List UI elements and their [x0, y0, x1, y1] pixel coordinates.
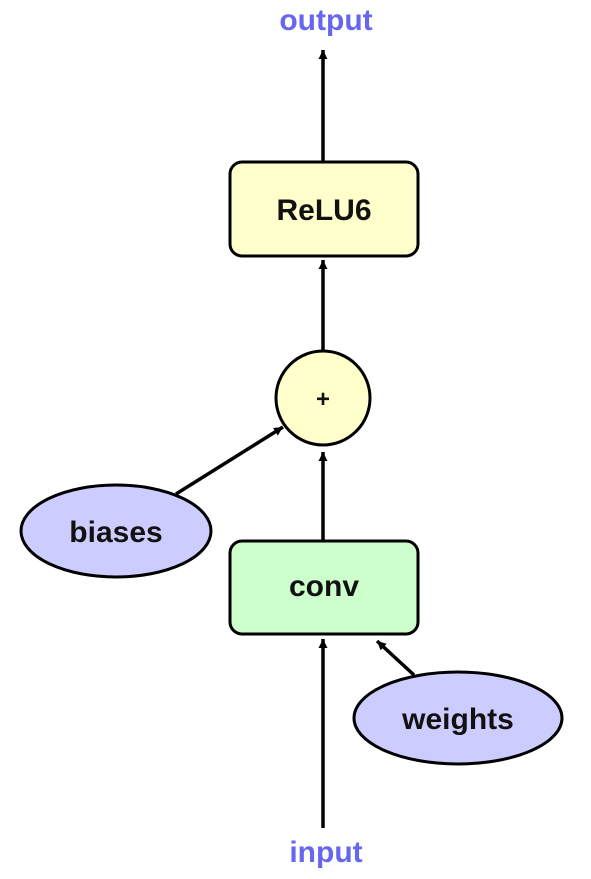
input-label: input	[289, 836, 362, 869]
edge-weights-to-conv	[375, 639, 416, 677]
conv-box	[228, 539, 420, 636]
add-circle	[274, 349, 372, 447]
relu6-node: ReLU6	[228, 160, 420, 258]
weights-ellipse	[352, 670, 564, 766]
output-label: output	[279, 4, 372, 37]
edge-biases-to-add	[175, 425, 284, 496]
weights-label: weights	[401, 703, 514, 736]
biases-ellipse	[19, 483, 213, 579]
add-node: +	[274, 349, 372, 447]
conv-label: conv	[289, 570, 359, 603]
conv-node: conv	[228, 539, 420, 636]
biases-label: biases	[69, 516, 162, 549]
relu6-label: ReLU6	[276, 194, 371, 227]
weights-node: weights	[352, 670, 564, 766]
biases-node: biases	[19, 483, 213, 579]
add-label: +	[316, 386, 330, 413]
relu6-box	[228, 160, 420, 258]
edges	[175, 50, 416, 828]
